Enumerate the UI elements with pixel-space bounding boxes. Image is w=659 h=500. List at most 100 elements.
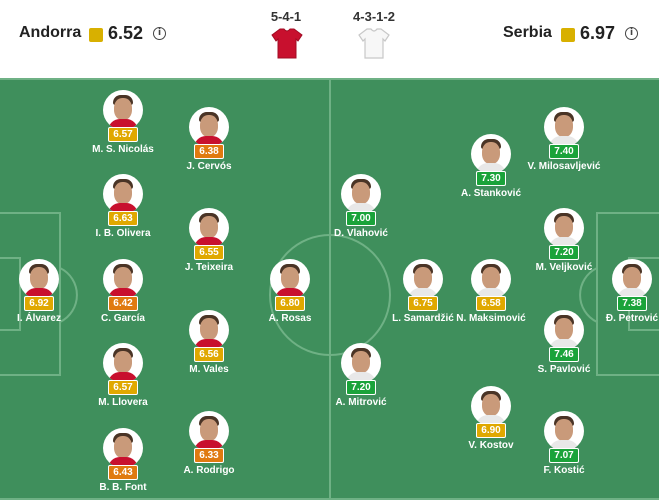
player-rating: 6.57 xyxy=(108,380,138,395)
away-player-9[interactable]: 7.46 S. Pavlović xyxy=(514,310,614,380)
player-name: A. Stanković xyxy=(460,188,522,199)
player-avatar xyxy=(612,259,652,299)
home-player-7[interactable]: 6.80 A. Rosas xyxy=(240,259,340,329)
home-rating-badge-icon xyxy=(89,28,103,42)
match-header: Andorra 6.52 i 5-4-1 4-3-1-2 Serbia 6.97… xyxy=(0,0,659,78)
player-rating: 6.63 xyxy=(108,211,138,226)
player-name: D. Vlahović xyxy=(334,228,388,239)
player-name: M. S. Nicolás xyxy=(92,144,154,155)
player-name: M. Vales xyxy=(189,364,229,375)
home-player-5[interactable]: 6.92 I. Álvarez xyxy=(0,259,89,329)
player-name: S. Pavlović xyxy=(537,364,591,375)
player-avatar xyxy=(103,174,143,214)
player-name: A. Rodrigo xyxy=(183,465,235,476)
player-avatar xyxy=(270,259,310,299)
away-player-10[interactable]: 6.90 V. Kostov xyxy=(441,386,541,456)
away-shirt-icon xyxy=(358,28,390,59)
home-team-name[interactable]: Andorra xyxy=(19,24,82,41)
player-avatar xyxy=(403,259,443,299)
player-rating: 6.92 xyxy=(24,296,54,311)
home-player-4[interactable]: 6.55 J. Teixeira xyxy=(159,208,259,278)
player-rating: 6.75 xyxy=(408,296,438,311)
player-rating: 6.38 xyxy=(194,144,224,159)
player-avatar xyxy=(189,107,229,147)
player-avatar xyxy=(471,259,511,299)
away-player-8[interactable]: 7.20 A. Mitrović xyxy=(311,343,411,413)
player-rating: 6.80 xyxy=(275,296,305,311)
home-player-11[interactable]: 6.33 A. Rodrigo xyxy=(159,411,259,481)
home-player-10[interactable]: 6.43 B. B. Font xyxy=(73,428,173,498)
away-player-7[interactable]: 7.38 Đ. Petrović xyxy=(582,259,659,329)
home-player-8[interactable]: 6.56 M. Vales xyxy=(159,310,259,380)
player-name: J. Teixeira xyxy=(184,262,234,273)
home-shirt-icon xyxy=(271,28,303,59)
pitch-markings xyxy=(0,78,659,500)
player-rating: 7.30 xyxy=(476,171,506,186)
home-info-icon[interactable]: i xyxy=(153,27,166,40)
pitch: 6.57 M. S. Nicolás 6.38 J. Cervós 6.63 I… xyxy=(0,78,659,500)
home-player-9[interactable]: 6.57 M. Llovera xyxy=(73,343,173,413)
player-name: F. Kostić xyxy=(543,465,585,476)
away-team-name[interactable]: Serbia xyxy=(503,24,552,41)
player-rating: 7.38 xyxy=(617,296,647,311)
player-name: A. Mitrović xyxy=(335,397,387,408)
player-name: V. Milosavljević xyxy=(527,161,601,172)
player-avatar xyxy=(103,343,143,383)
away-player-11[interactable]: 7.07 F. Kostić xyxy=(514,411,614,481)
player-avatar xyxy=(189,310,229,350)
player-rating: 7.46 xyxy=(549,347,579,362)
away-player-3[interactable]: 7.00 D. Vlahović xyxy=(311,174,411,244)
player-avatar xyxy=(544,310,584,350)
player-rating: 6.57 xyxy=(108,127,138,142)
player-avatar xyxy=(471,134,511,174)
player-avatar xyxy=(544,411,584,451)
player-rating: 6.55 xyxy=(194,245,224,260)
player-rating: 6.42 xyxy=(108,296,138,311)
home-player-6[interactable]: 6.42 C. García xyxy=(73,259,173,329)
player-avatar xyxy=(341,174,381,214)
player-rating: 6.43 xyxy=(108,465,138,480)
away-player-4[interactable]: 7.20 M. Veljković xyxy=(514,208,614,278)
player-avatar xyxy=(544,208,584,248)
player-name: N. Maksimović xyxy=(456,313,526,324)
away-player-2[interactable]: 7.30 A. Stanković xyxy=(441,134,541,204)
player-name: I. B. Olivera xyxy=(95,228,151,239)
away-player-1[interactable]: 7.40 V. Milosavljević xyxy=(514,107,614,177)
home-player-2[interactable]: 6.38 J. Cervós xyxy=(159,107,259,177)
player-avatar xyxy=(103,90,143,130)
player-name: L. Samardžić xyxy=(392,313,454,324)
away-player-6[interactable]: 6.58 N. Maksimović xyxy=(441,259,541,329)
player-avatar xyxy=(341,343,381,383)
player-avatar xyxy=(189,208,229,248)
player-avatar xyxy=(471,386,511,426)
player-name: A. Rosas xyxy=(268,313,312,324)
home-formation: 5-4-1 xyxy=(270,9,302,24)
player-rating: 6.56 xyxy=(194,347,224,362)
player-name: B. B. Font xyxy=(99,482,147,493)
home-player-1[interactable]: 6.57 M. S. Nicolás xyxy=(73,90,173,160)
player-rating: 7.40 xyxy=(549,144,579,159)
player-rating: 6.90 xyxy=(476,423,506,438)
player-name: Đ. Petrović xyxy=(605,313,659,324)
player-rating: 6.33 xyxy=(194,448,224,463)
player-rating: 7.20 xyxy=(346,380,376,395)
player-rating: 7.20 xyxy=(549,245,579,260)
player-name: J. Cervós xyxy=(186,161,232,172)
player-rating: 7.07 xyxy=(549,448,579,463)
home-team-rating: 6.52 xyxy=(108,23,144,43)
player-rating: 6.58 xyxy=(476,296,506,311)
away-formation: 4-3-1-2 xyxy=(353,9,395,24)
player-avatar xyxy=(544,107,584,147)
home-player-3[interactable]: 6.63 I. B. Olivera xyxy=(73,174,173,244)
player-name: M. Llovera xyxy=(98,397,148,408)
player-avatar xyxy=(189,411,229,451)
player-name: I. Álvarez xyxy=(17,313,61,324)
away-info-icon[interactable]: i xyxy=(625,27,638,40)
away-rating-badge-icon xyxy=(561,28,575,42)
player-avatar xyxy=(103,428,143,468)
player-name: M. Veljković xyxy=(535,262,593,273)
away-player-5[interactable]: 6.75 L. Samardžić xyxy=(373,259,473,329)
away-team-rating: 6.97 xyxy=(580,23,616,43)
player-avatar xyxy=(103,259,143,299)
player-name: C. García xyxy=(101,313,145,324)
